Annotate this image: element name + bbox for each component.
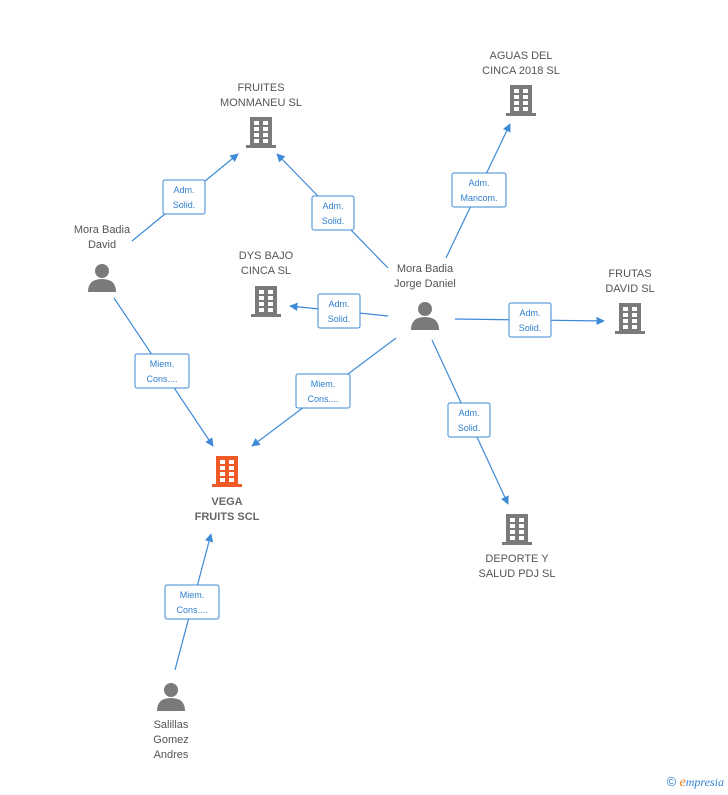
node-frutas[interactable]: FRUTAS DAVID SL xyxy=(605,268,655,334)
node-label: Andres xyxy=(154,749,189,761)
node-fruites[interactable]: FRUITES MONMANEU SL xyxy=(220,82,302,148)
node-aguas[interactable]: AGUAS DEL CINCA 2018 SL xyxy=(482,50,560,116)
node-label: FRUITES xyxy=(237,82,284,94)
edge-jorge-to-deporte: Adm. Solid. xyxy=(431,339,509,505)
node-label: DEPORTE Y xyxy=(485,553,549,565)
role-badge-text: Adm. xyxy=(173,185,194,195)
role-badge[interactable] xyxy=(311,195,355,231)
edge-david-to-vega: Miem. Cons.... xyxy=(113,297,214,447)
node-dys[interactable]: DYS BAJO CINCA SL xyxy=(239,250,294,317)
role-badge[interactable] xyxy=(164,584,220,620)
role-badge-text: Adm. xyxy=(458,408,479,418)
node-label: Mora Badia xyxy=(74,224,131,236)
node-deporte[interactable]: DEPORTE Y SALUD PDJ SL xyxy=(478,514,556,580)
node-label: David xyxy=(88,239,116,251)
copyright-symbol: © xyxy=(666,774,677,789)
node-label: Mora Badia xyxy=(397,263,454,275)
role-badge-text: Adm. xyxy=(322,201,343,211)
node-label: AGUAS DEL xyxy=(490,50,553,62)
role-badge[interactable] xyxy=(317,293,361,329)
building-icon xyxy=(502,514,532,545)
role-badge-text: Cons.... xyxy=(307,394,338,404)
role-badge-text: Cons.... xyxy=(176,605,207,615)
node-label: DYS BAJO xyxy=(239,250,294,262)
role-badge-text: Mancom. xyxy=(460,193,497,203)
building-icon xyxy=(246,117,276,148)
node-label: MONMANEU SL xyxy=(220,97,302,109)
node-label: DAVID SL xyxy=(605,283,654,295)
empresia-credit[interactable]: © empresia xyxy=(667,774,724,791)
node-label: Salillas xyxy=(154,719,189,731)
role-badge-text: Adm. xyxy=(468,178,489,188)
role-badge-text: Solid. xyxy=(322,216,345,226)
role-badge-text: Adm. xyxy=(519,308,540,318)
role-badge[interactable] xyxy=(162,179,206,215)
person-icon xyxy=(411,302,439,330)
person-icon xyxy=(157,683,185,711)
building-icon xyxy=(212,456,242,487)
node-label: CINCA SL xyxy=(241,265,291,277)
building-icon xyxy=(506,85,536,116)
edge-jorge-to-vega: Miem. Cons.... xyxy=(251,337,397,447)
role-badge-text: Solid. xyxy=(173,200,196,210)
building-icon xyxy=(615,303,645,334)
node-label: CINCA 2018 SL xyxy=(482,65,560,77)
edge-jorge-to-aguas: Adm. Mancom. xyxy=(445,123,511,259)
role-badge-text: Miem. xyxy=(311,379,336,389)
person-icon xyxy=(88,264,116,292)
role-badge-text: Miem. xyxy=(150,359,175,369)
node-label: Gomez xyxy=(153,734,188,746)
edges-layer: Adm. Solid. Miem. Cons.... Adm. Solid. Adm. Man… xyxy=(113,123,605,671)
brand-initial: e xyxy=(679,775,686,790)
role-badge-text: Cons.... xyxy=(146,374,177,384)
nodes-layer: FRUITES MONMANEU SL AGUAS DEL CINCA 2018 SL… xyxy=(74,50,655,761)
node-label: SALUD PDJ SL xyxy=(478,568,555,580)
role-badge[interactable] xyxy=(451,172,507,208)
role-badge-text: Adm. xyxy=(328,299,349,309)
edge-david-to-fruites: Adm. Solid. xyxy=(131,153,239,242)
edge-jorge-to-dys: Adm. Solid. xyxy=(289,293,389,329)
edge-salillas-to-vega: Miem. Cons.... xyxy=(164,533,220,671)
role-badge[interactable] xyxy=(447,402,491,438)
edge-jorge-to-fruites: Adm. Solid. xyxy=(276,153,389,269)
node-label: Jorge Daniel xyxy=(394,278,456,290)
node-label: FRUITS SCL xyxy=(195,511,260,523)
edge-jorge-to-frutas: Adm. Solid. xyxy=(454,302,605,338)
brand-name: mpresia xyxy=(685,775,724,789)
role-badge-text: Solid. xyxy=(328,314,351,324)
node-label: VEGA xyxy=(211,496,242,508)
node-label: FRUTAS xyxy=(608,268,651,280)
role-badge-text: Solid. xyxy=(519,323,542,333)
role-badge[interactable] xyxy=(134,353,190,389)
role-badge-text: Miem. xyxy=(180,590,205,600)
role-badge-text: Solid. xyxy=(458,423,481,433)
building-icon xyxy=(251,286,281,317)
node-vega[interactable]: VEGA FRUITS SCL xyxy=(195,456,260,523)
role-badge[interactable] xyxy=(508,302,552,338)
role-badge[interactable] xyxy=(295,373,351,409)
